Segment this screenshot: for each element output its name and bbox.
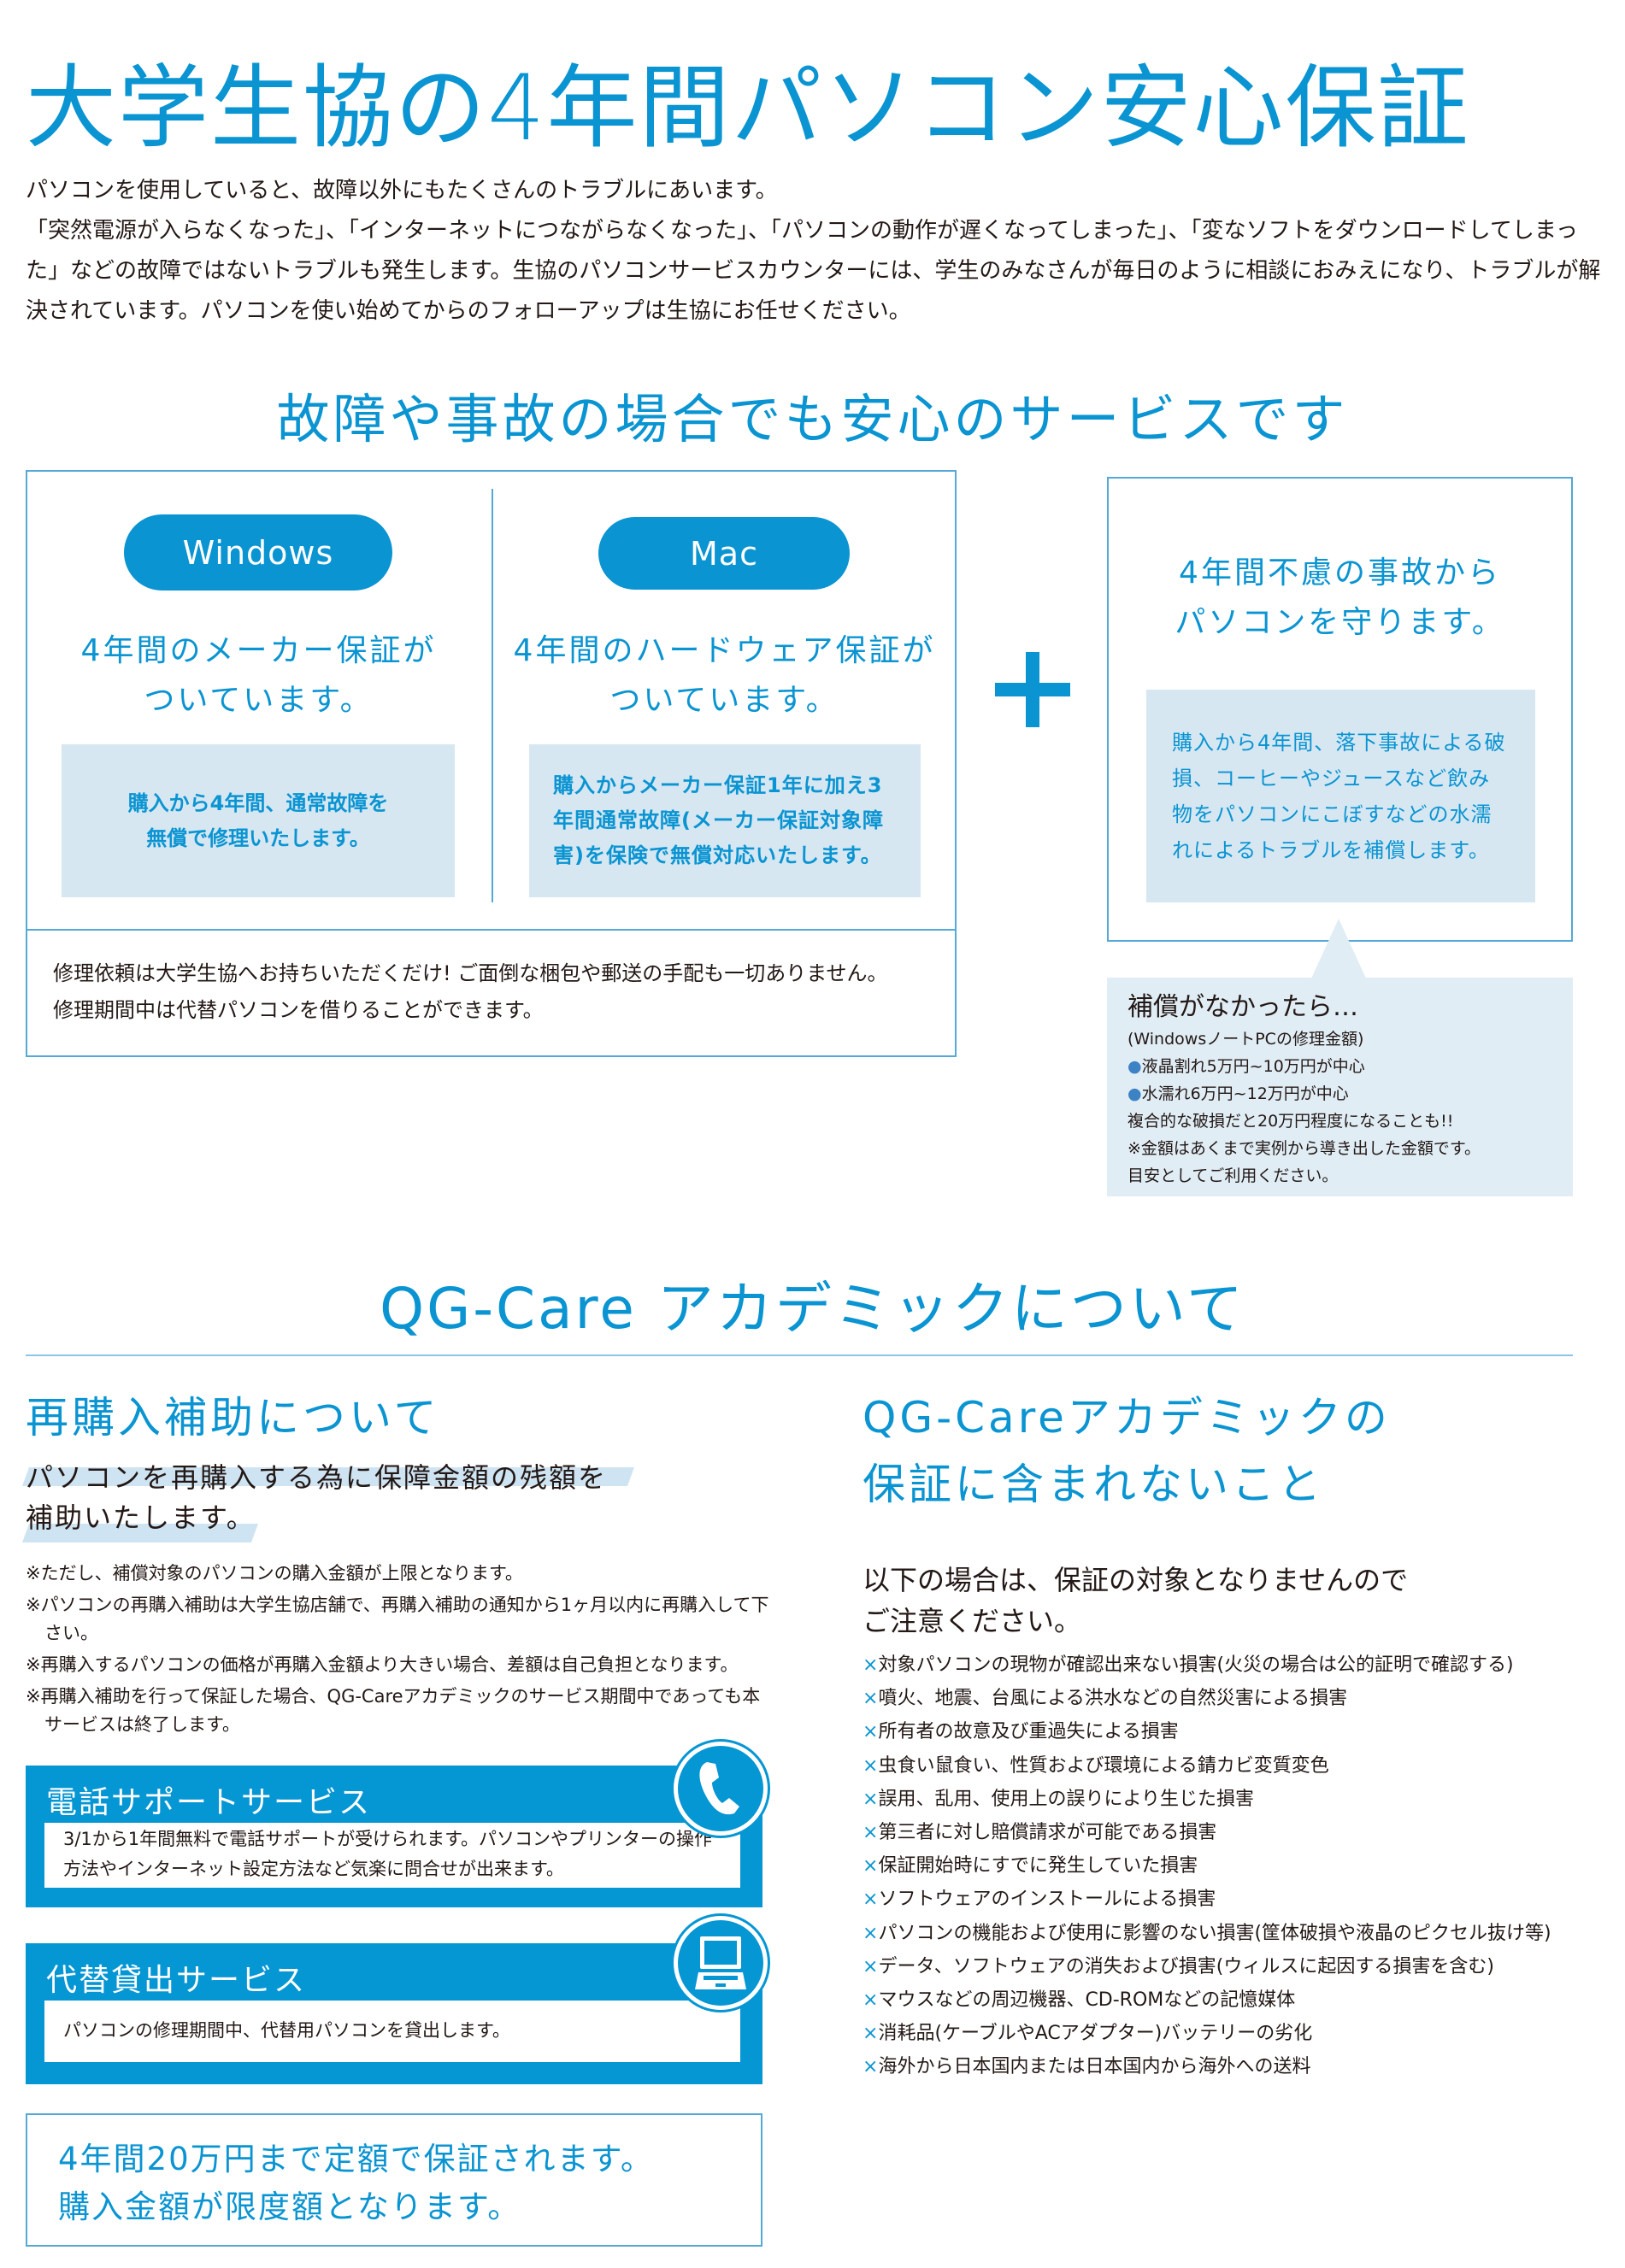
cross-icon: × <box>863 1922 879 1944</box>
loan-service-title: 代替貸出サービス <box>46 1963 307 1998</box>
note: ※ただし、補償対象のパソコンの購入金額が上限となります。 <box>26 1563 523 1583</box>
exclusion-item: ×パソコンの機能および使用に影響のない損害(筐体破損や液晶のピクセル抜け等) <box>863 1917 1615 1950</box>
phone-icon <box>674 1742 768 1836</box>
cross-icon: × <box>863 1654 879 1676</box>
exclusion-text: 消耗品(ケーブルやACアダプター)バッテリーの劣化 <box>878 2023 1313 2045</box>
exclusion-item: ×所有者の故意及び重過失による損害 <box>863 1715 1615 1748</box>
accident-description: 購入から4年間、落下事故による破損、コーヒーやジュースなど飲み物をパソコンにこぼ… <box>1146 690 1535 902</box>
intro-text: パソコンを使用していると、故障以外にもたくさんのトラブルにあいます。 「突然電源… <box>26 171 1603 332</box>
cross-icon: × <box>863 1721 879 1743</box>
exclusion-item: ×第三者に対し賠償請求が可能である損害 <box>863 1816 1615 1849</box>
exclusions-list: ×対象パソコンの現物が確認出来ない損害(火災の場合は公的証明で確認する)×噴火、… <box>863 1648 1615 2084</box>
exclusion-text: 噴火、地震、台風による洪水などの自然災害による損害 <box>878 1688 1348 1710</box>
windows-badge: Windows <box>124 514 392 591</box>
rebuy-notes: ※ただし、補償対象のパソコンの購入金額が上限となります。 ※パソコンの再購入補助… <box>26 1560 778 1739</box>
cross-icon: × <box>863 2023 879 2045</box>
callout-sub: (WindowsノートPCの修理金額) <box>1127 1030 1364 1049</box>
cross-icon: × <box>863 1688 879 1710</box>
bullet-icon: ● <box>1127 1057 1142 1076</box>
accident-heading: 4年間不慮の事故からパソコンを守ります。 <box>1175 555 1505 640</box>
laptop-icon <box>674 1916 768 2010</box>
phone-support-title: 電話サポートサービス <box>46 1785 372 1820</box>
cross-icon: × <box>863 1754 879 1777</box>
loan-service-description: パソコンの修理期間中、代替用パソコンを貸出します。 <box>44 2001 740 2062</box>
intro-line: パソコンを使用していると、故障以外にもたくさんのトラブルにあいます。 <box>26 178 778 203</box>
exclusion-text: 所有者の故意及び重過失による損害 <box>878 1721 1179 1743</box>
cross-icon: × <box>863 1822 879 1844</box>
exclusion-text: 海外から日本国内または日本国内から海外への送料 <box>878 2056 1311 2078</box>
callout-item: ●水濡れ6万円~12万円が中心 <box>1127 1084 1349 1103</box>
qg-heading: QG-Care アカデミックについて <box>380 1276 1245 1342</box>
exclusion-item: ×誤用、乱用、使用上の誤りにより生じた損害 <box>863 1783 1615 1816</box>
exclusion-text: 誤用、乱用、使用上の誤りにより生じた損害 <box>878 1788 1254 1810</box>
cross-icon: × <box>863 2056 879 2078</box>
plus-icon <box>1026 652 1039 727</box>
exclusion-text: 虫食い鼠食い、性質および環境による錆カビ変質変色 <box>878 1754 1329 1777</box>
exclusion-text: 第三者に対し賠償請求が可能である損害 <box>878 1822 1217 1844</box>
loan-service-card: 代替貸出サービス パソコンの修理期間中、代替用パソコンを貸出します。 <box>26 1943 762 2084</box>
limit-line: 4年間20万円まで定額で保証されます。 <box>58 2141 654 2177</box>
exclusion-text: データ、ソフトウェアの消失および損害(ウィルスに起因する損害を含む) <box>878 1955 1494 1977</box>
exclusion-item: ×虫食い鼠食い、性質および環境による錆カビ変質変色 <box>863 1749 1615 1783</box>
cross-icon: × <box>863 1989 879 2012</box>
exclusion-text: 保証開始時にすでに発生していた損害 <box>878 1855 1198 1877</box>
exclusion-text: ソフトウェアのインストールによる損害 <box>878 1889 1216 1911</box>
mac-heading: 4年間のハードウェア保証がついています。 <box>513 633 936 718</box>
exclusions-title: QG-Careアカデミックの保証に含まれないこと <box>863 1393 1391 1509</box>
rebuy-title: 再購入補助について <box>26 1393 440 1442</box>
bullet-icon: ● <box>1127 1084 1142 1103</box>
phone-support-card: 電話サポートサービス 3/1から1年間無料で電話サポートが受けられます。パソコン… <box>26 1766 762 1907</box>
warranty-box <box>26 470 957 1057</box>
intro-paragraph: 「突然電源が入らなくなった」、「インターネットにつながらなくなった」、「パソコン… <box>26 218 1601 324</box>
rebuy-lead: パソコンを再購入する為に保障金額の残額を補助いたします。 <box>26 1461 608 1534</box>
callout-title: 補償がなかったら… <box>1127 992 1358 1022</box>
divider <box>492 489 493 902</box>
cross-icon: × <box>863 1788 879 1810</box>
limit-box: 4年間20万円まで定額で保証されます。 購入金額が限度額となります。 <box>26 2113 762 2247</box>
exclusion-item: ×保証開始時にすでに発生していた損害 <box>863 1849 1615 1883</box>
cross-icon: × <box>863 1955 879 1977</box>
exclusion-text: パソコンの機能および使用に影響のない損害(筐体破損や液晶のピクセル抜け等) <box>878 1922 1551 1944</box>
exclusion-text: マウスなどの周辺機器、CD-ROMなどの記憶媒体 <box>878 1989 1296 2012</box>
repair-note: 修理依頼は大学生協へお持ちいただくだけ! ご面倒な梱包や郵送の手配も一切ありませ… <box>53 961 888 1022</box>
service-heading: 故障や事故の場合でも安心のサービスです <box>276 388 1349 450</box>
page-title: 大学生協の4年間パソコン安心保証 <box>26 56 1470 161</box>
exclusion-item: ×消耗品(ケーブルやACアダプター)バッテリーの劣化 <box>863 2017 1615 2050</box>
note: ※再購入補助を行って保証した場合、QG-Careアカデミックのサービス期間中であ… <box>26 1686 761 1735</box>
note: ※再購入するパソコンの価格が再購入金額より大きい場合、差額は自己負担となります。 <box>26 1654 739 1675</box>
divider <box>26 1354 1573 1356</box>
exclusion-item: ×データ、ソフトウェアの消失および損害(ウィルスに起因する損害を含む) <box>863 1950 1615 1983</box>
exclusions-lead: 以下の場合は、保証の対象となりませんのでご注意ください。 <box>863 1564 1409 1637</box>
cross-icon: × <box>863 1889 879 1911</box>
exclusion-item: ×噴火、地震、台風による洪水などの自然災害による損害 <box>863 1682 1615 1715</box>
callout-pointer <box>1311 919 1366 978</box>
note: ※パソコンの再購入補助は大学生協店舗で、再購入補助の通知から1ヶ月以内に再購入し… <box>26 1595 769 1643</box>
callout-item: ●液晶割れ5万円~10万円が中心 <box>1127 1057 1365 1076</box>
exclusion-text: 対象パソコンの現物が確認出来ない損害(火災の場合は公的証明で確認する) <box>878 1654 1514 1676</box>
exclusion-item: ×ソフトウェアのインストールによる損害 <box>863 1883 1615 1916</box>
windows-heading: 4年間のメーカー保証がついています。 <box>80 633 437 718</box>
cross-icon: × <box>863 1855 879 1877</box>
exclusion-item: ×対象パソコンの現物が確認出来ない損害(火災の場合は公的証明で確認する) <box>863 1648 1615 1682</box>
exclusion-item: ×海外から日本国内または日本国内から海外への送料 <box>863 2050 1615 2083</box>
callout-line: ※金額はあくまで実例から導き出した金額です。 <box>1127 1139 1481 1158</box>
exclusion-item: ×マウスなどの周辺機器、CD-ROMなどの記憶媒体 <box>863 1983 1615 2017</box>
callout: 補償がなかったら… (WindowsノートPCの修理金額) ●液晶割れ5万円~1… <box>1107 978 1573 1196</box>
callout-line: 目安としてご利用ください。 <box>1127 1166 1339 1185</box>
limit-line: 購入金額が限度額となります。 <box>58 2189 521 2225</box>
callout-line: 複合的な破損だと20万円程度になることも!! <box>1127 1112 1454 1131</box>
mac-description: 購入からメーカー保証1年に加え3年間通常故障(メーカー保証対象障害)を保険で無償… <box>529 744 921 897</box>
mac-badge: Mac <box>598 517 850 590</box>
windows-description: 購入から4年間、通常故障を無償で修理いたします。 <box>62 744 455 897</box>
phone-support-description: 3/1から1年間無料で電話サポートが受けられます。パソコンやプリンターの操作方法… <box>44 1823 740 1888</box>
divider <box>26 929 957 931</box>
